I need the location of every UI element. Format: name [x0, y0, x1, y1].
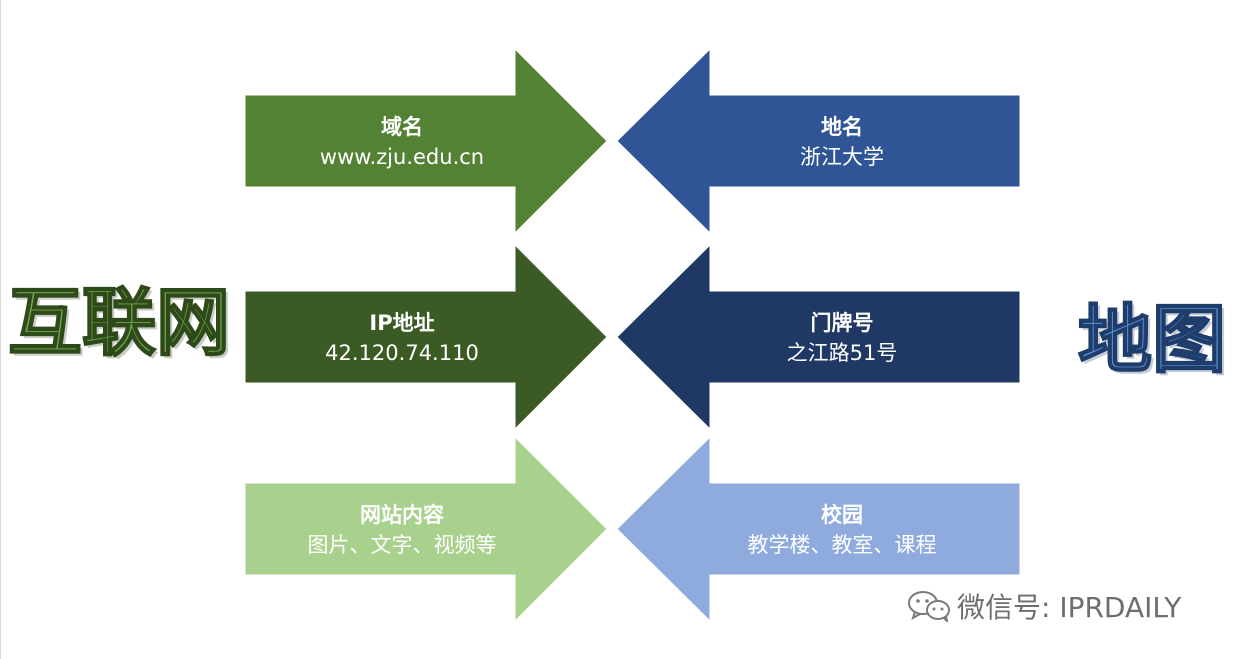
left-arrow-text: www.zju.edu.cn [320, 145, 484, 169]
watermark: 微信号: IPRDAILY [907, 586, 1181, 626]
left-edge-line [0, 0, 1, 659]
left-arrow-text: 42.120.74.110 [325, 341, 479, 365]
right-arrow-title: 地名 [821, 115, 863, 139]
left-pointing-arrow [616, 435, 1021, 623]
map-title: 地图 [1077, 297, 1227, 383]
wechat-icon [907, 590, 951, 622]
right-arrow-text: 浙江大学 [800, 145, 884, 169]
right-pointing-arrow [244, 47, 608, 235]
left-arrow-title: IP地址 [369, 311, 434, 335]
watermark-text: 微信号: IPRDAILY [957, 591, 1182, 624]
left-arrow-text: 图片、文字、视频等 [308, 533, 497, 557]
left-pointing-arrow [616, 47, 1021, 235]
left-pointing-arrow [616, 243, 1021, 431]
right-arrow-title: 门牌号 [811, 311, 874, 335]
left-arrow-title: 网站内容 [360, 503, 444, 527]
right-arrow-title: 校园 [821, 503, 863, 527]
right-arrow-text: 教学楼、教室、课程 [748, 533, 937, 557]
right-pointing-arrow [244, 243, 608, 431]
left-arrow-title: 域名 [381, 115, 423, 139]
right-arrow-text: 之江路51号 [787, 341, 898, 365]
right-pointing-arrow [244, 435, 608, 623]
internet-title: 互联网 [7, 280, 231, 366]
